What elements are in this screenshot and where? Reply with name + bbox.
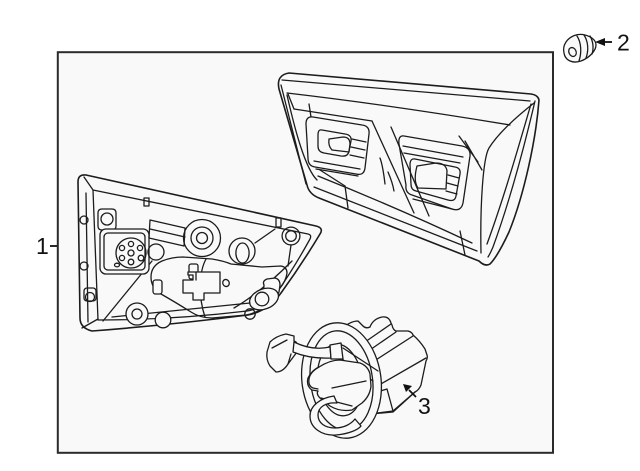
svg-text:1: 1	[36, 233, 49, 259]
svg-text:3: 3	[418, 393, 431, 419]
svg-text:2: 2	[617, 30, 630, 56]
